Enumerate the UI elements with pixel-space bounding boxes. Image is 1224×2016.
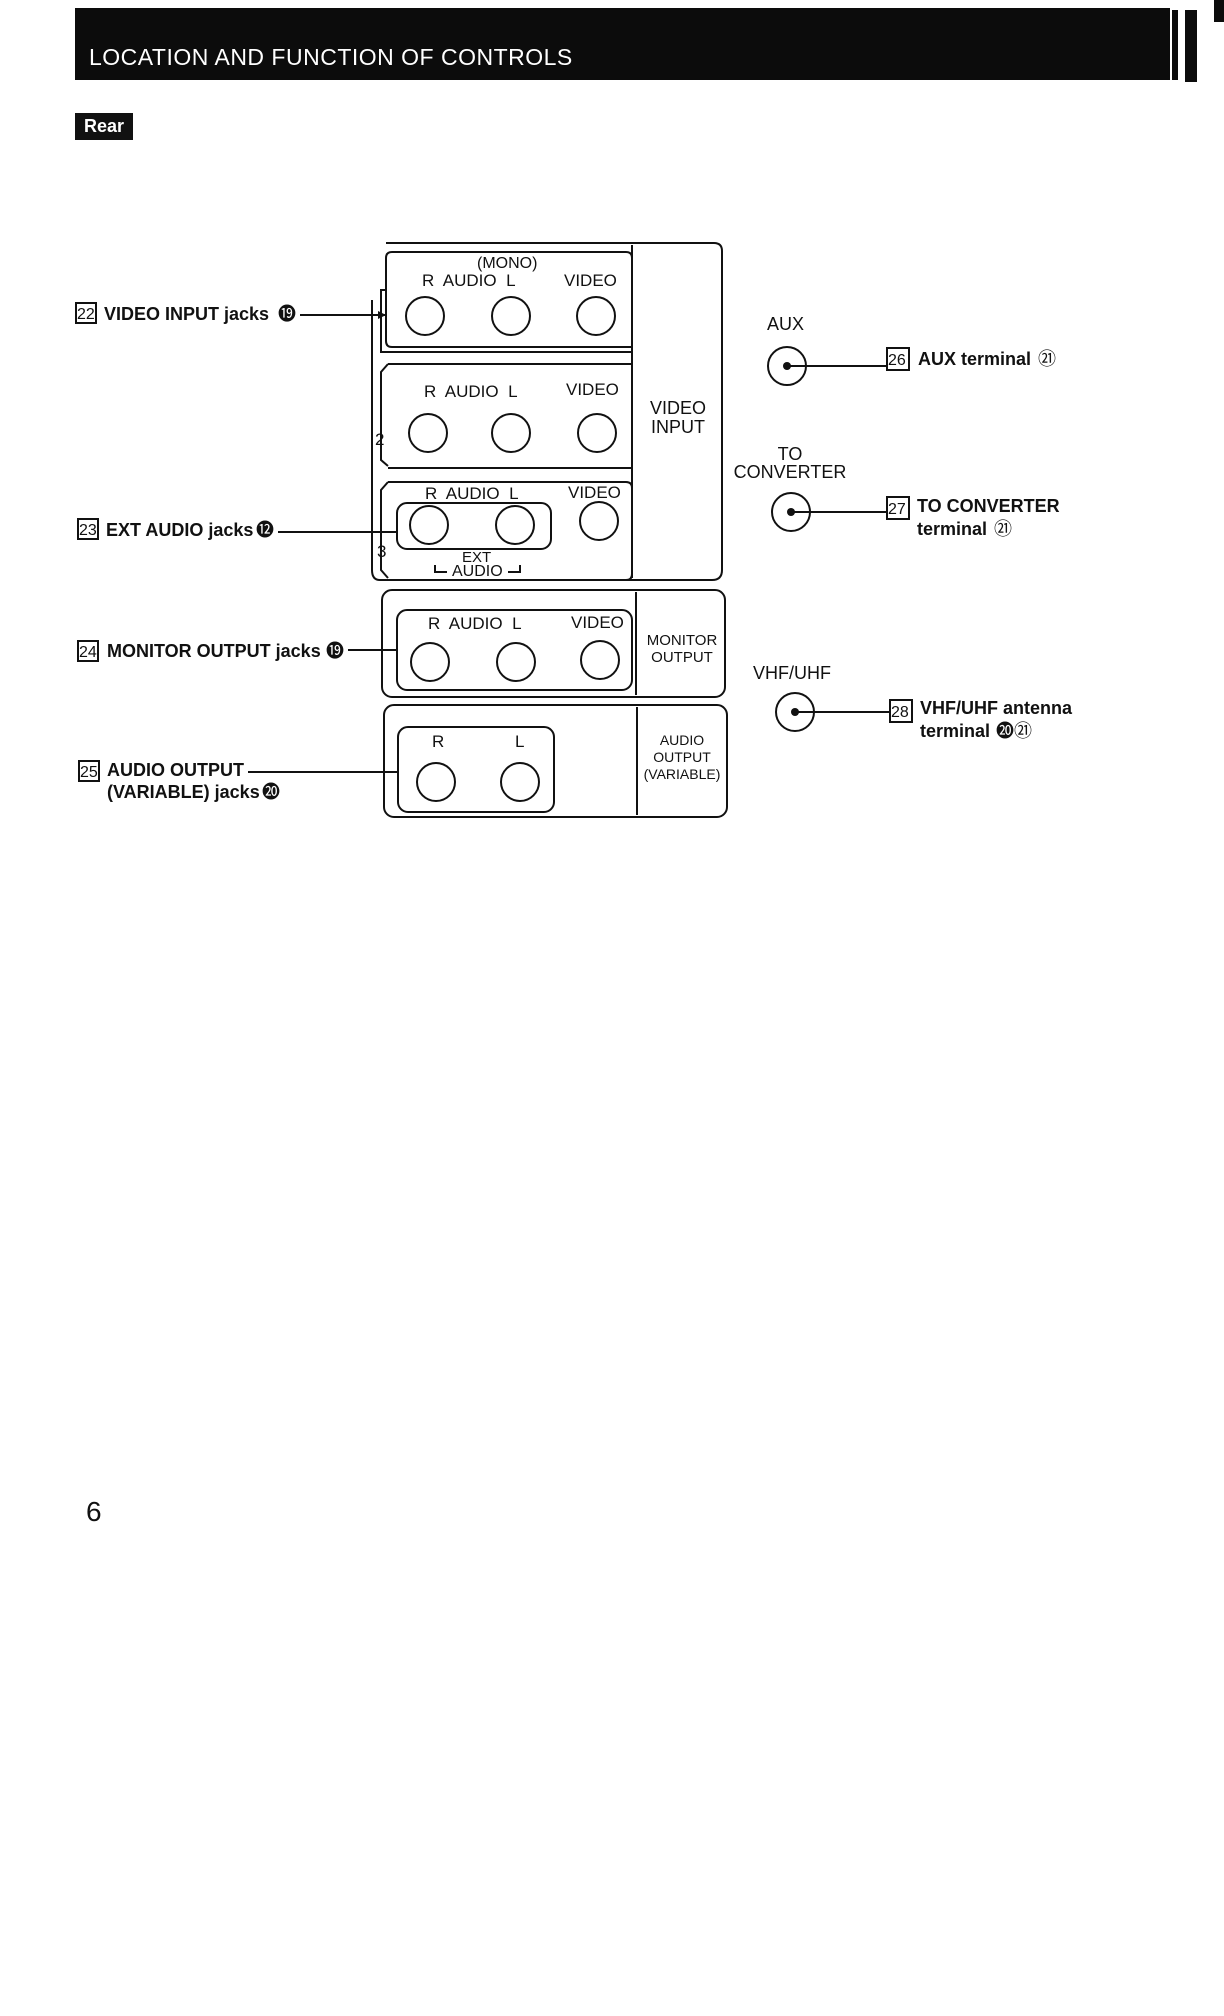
row2-number: 2 (375, 430, 384, 449)
arrow-tip-22 (378, 311, 386, 319)
row1-mono-label: (MONO) (477, 255, 537, 272)
jack-circle (577, 413, 617, 453)
jack-circle (491, 413, 531, 453)
jack-circle (576, 296, 616, 336)
callout-text-22: VIDEO INPUT jacks (104, 304, 269, 324)
audio-output-l-label: L (515, 732, 524, 751)
audio-output-jack-box (397, 726, 555, 813)
callout-text-27-line1: TO CONVERTER (917, 496, 1060, 516)
ext-audio-bracket-right (508, 565, 521, 573)
header-title: LOCATION AND FUNCTION OF CONTROLS (89, 44, 573, 70)
callout-box-27 (886, 496, 910, 520)
callout-text-23: EXT AUDIO jacks (106, 520, 253, 540)
row1-audio-label: R AUDIO L (422, 271, 516, 290)
callout-ref-23: ⓬ (256, 520, 274, 540)
row2-bracket (380, 363, 389, 467)
video-input-label-line1: VIDEO (650, 398, 706, 418)
aux-label: AUX (767, 314, 804, 334)
jack-circle (416, 762, 456, 802)
row3-box (388, 481, 633, 581)
to-converter-label-line1: TO (778, 444, 803, 464)
callout-text-28-line2: terminal (920, 721, 990, 741)
audio-output-side-line2: OUTPUT (653, 749, 711, 765)
callout-num-23: 23 (79, 522, 97, 539)
monitor-video-label: VIDEO (571, 613, 624, 632)
vhf-uhf-label: VHF/UHF (753, 663, 831, 683)
jack-circle (405, 296, 445, 336)
jack-circle (491, 296, 531, 336)
row3-video-label: VIDEO (568, 483, 621, 502)
callout-ref-28: ⓴㉑ (996, 721, 1032, 741)
callout-box-26 (886, 347, 910, 371)
callout-num-26: 26 (888, 352, 906, 369)
row1-video-label: VIDEO (564, 271, 617, 290)
row2-video-label: VIDEO (566, 380, 619, 399)
row1-bracket (380, 289, 632, 353)
edge-bar (1185, 10, 1197, 82)
callout-num-25: 25 (80, 764, 98, 781)
jack-circle (495, 505, 535, 545)
jack-circle (408, 413, 448, 453)
callout-num-27: 27 (888, 501, 906, 518)
to-converter-terminal-dot (787, 508, 795, 516)
aux-terminal-dot (783, 362, 791, 370)
vhf-uhf-terminal-dot (791, 708, 799, 716)
section-badge-rear: Rear (75, 113, 134, 140)
ext-audio-box (396, 502, 552, 550)
callout-box-28 (889, 699, 913, 723)
monitor-output-panel (381, 589, 726, 698)
callout-num-24: 24 (79, 644, 97, 661)
audio-output-side-line1: AUDIO (660, 732, 704, 748)
ext-audio-label: AUDIO (452, 563, 503, 580)
jack-circle (496, 642, 536, 682)
callout-text-25-line2: (VARIABLE) jacks (107, 782, 260, 802)
audio-output-side-line3: (VARIABLE) (644, 766, 721, 782)
video-input-panel-outline (371, 242, 723, 581)
callout-text-25-line1: AUDIO OUTPUT (107, 760, 244, 780)
callout-text-28-line1: VHF/UHF antenna (920, 698, 1073, 718)
row3-audio-label: R AUDIO L (425, 484, 519, 503)
callout-ref-22: ⓳ (278, 304, 296, 324)
row3-number: 3 (377, 542, 386, 561)
jack-circle (410, 642, 450, 682)
callout-num-28: 28 (891, 704, 909, 721)
row1-box (385, 251, 633, 348)
row2-audio-label: R AUDIO L (424, 382, 518, 401)
callout-box-23 (77, 518, 99, 540)
jack-circle (579, 501, 619, 541)
callout-text-24: MONITOR OUTPUT jacks (107, 641, 321, 661)
to-converter-label-line2: CONVERTER (734, 462, 847, 482)
jack-circle (500, 762, 540, 802)
ext-label: EXT (462, 549, 491, 566)
edge-bar (1214, 0, 1224, 22)
ext-audio-bracket-left (434, 565, 447, 573)
video-input-label-line2: INPUT (651, 417, 705, 437)
row3-bracket (380, 481, 389, 579)
callout-box-22 (75, 302, 97, 324)
audio-output-panel (383, 704, 728, 818)
audio-output-r-label: R (432, 732, 444, 751)
callout-text-27-line2: terminal (917, 519, 987, 539)
callout-ref-26: ㉑ (1038, 349, 1056, 369)
callout-text-26: AUX terminal (918, 349, 1031, 369)
monitor-audio-label: R AUDIO L (428, 614, 522, 633)
callout-ref-25: ⓴ (262, 782, 280, 802)
row2-box (388, 363, 633, 469)
jack-circle (409, 505, 449, 545)
edge-bar (1172, 10, 1178, 80)
jack-circle (580, 640, 620, 680)
callout-box-24 (77, 640, 99, 662)
callout-ref-24: ⓳ (326, 641, 344, 661)
callout-ref-27: ㉑ (994, 519, 1012, 539)
callout-num-22: 22 (77, 306, 95, 323)
page-number: 6 (86, 1496, 102, 1527)
callout-box-25 (78, 760, 100, 782)
monitor-side-line2: OUTPUT (651, 649, 713, 666)
header-bar: LOCATION AND FUNCTION OF CONTROLS (75, 8, 1170, 80)
monitor-side-line1: MONITOR (647, 632, 718, 649)
